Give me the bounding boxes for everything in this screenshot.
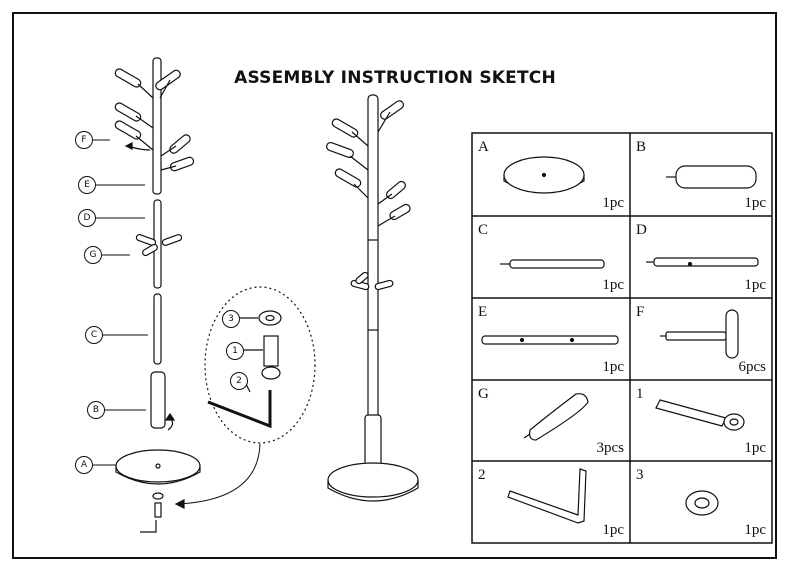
part-letter: B [636, 139, 647, 155]
part-qty: 6pcs [738, 359, 767, 375]
part-letter: D [636, 222, 647, 238]
diagram-title: ASSEMBLY INSTRUCTION SKETCH [234, 68, 556, 88]
exploded-hardware [140, 492, 164, 533]
part-letter: A [478, 139, 489, 155]
part-qty: 1pc [744, 195, 766, 211]
part-qty: 1pc [602, 195, 624, 211]
diagram-frame [12, 12, 777, 559]
part-qty: 1pc [602, 359, 624, 375]
part-cell-3: 3 1pc [630, 461, 772, 543]
part-letter: C [478, 222, 489, 238]
callout-d: D [78, 209, 96, 227]
callout-leaders [92, 139, 148, 466]
hook-g-icon [523, 393, 589, 441]
washer-icon [685, 490, 719, 516]
detail-callout-1: 1 [226, 342, 244, 360]
detail-callout-2: 2 [230, 372, 248, 390]
base-plate-icon [503, 156, 585, 194]
tube-icon [666, 165, 757, 189]
callout-b: B [87, 401, 105, 419]
hook-f-group [114, 68, 195, 172]
part-cell-g: G 3pcs [472, 380, 630, 461]
part-cell-b: B 1pc [630, 133, 772, 216]
callout-c: C [85, 326, 103, 344]
detail-oval [204, 286, 316, 444]
part-cell-d: D 1pc [630, 216, 772, 298]
pole-e-icon [481, 335, 619, 345]
pole-c-icon [500, 259, 605, 269]
part-qty: 1pc [744, 277, 766, 293]
part-qty: 1pc [744, 440, 766, 456]
exploded-pole-d [135, 199, 183, 289]
part-qty: 1pc [602, 277, 624, 293]
part-cell-f: F 6pcs [630, 298, 772, 380]
part-cell-2: 2 1pc [472, 461, 630, 543]
part-letter: G [478, 386, 489, 402]
exploded-tube-b [150, 371, 166, 429]
detail-callout-3: 3 [222, 310, 240, 328]
part-letter: 1 [636, 386, 644, 402]
part-cell-1: 1 1pc [630, 380, 772, 461]
exploded-pole-c [153, 293, 162, 365]
part-qty: 1pc [744, 522, 766, 538]
part-qty: 3pcs [596, 440, 625, 456]
assembled-coat-rack [326, 94, 419, 502]
part-letter: 3 [636, 467, 644, 483]
callout-e: E [78, 176, 96, 194]
part-letter: F [636, 304, 645, 320]
pole-d-icon [646, 257, 759, 267]
part-letter: 2 [478, 467, 486, 483]
part-cell-c: C 1pc [472, 216, 630, 298]
part-letter: E [478, 304, 488, 320]
callout-a: A [75, 456, 93, 474]
hook-g-group [135, 234, 183, 257]
callout-g: G [84, 246, 102, 264]
allen-key-icon [507, 468, 587, 524]
callout-f: F [75, 131, 93, 149]
detail-hardware [207, 310, 282, 429]
part-qty: 1pc [602, 522, 624, 538]
part-cell-a: A 1pc [472, 133, 630, 216]
exploded-pole-e [114, 57, 195, 195]
part-cell-e: E 1pc [472, 298, 630, 380]
hook-f-icon [660, 309, 739, 359]
screw-icon [655, 399, 745, 431]
